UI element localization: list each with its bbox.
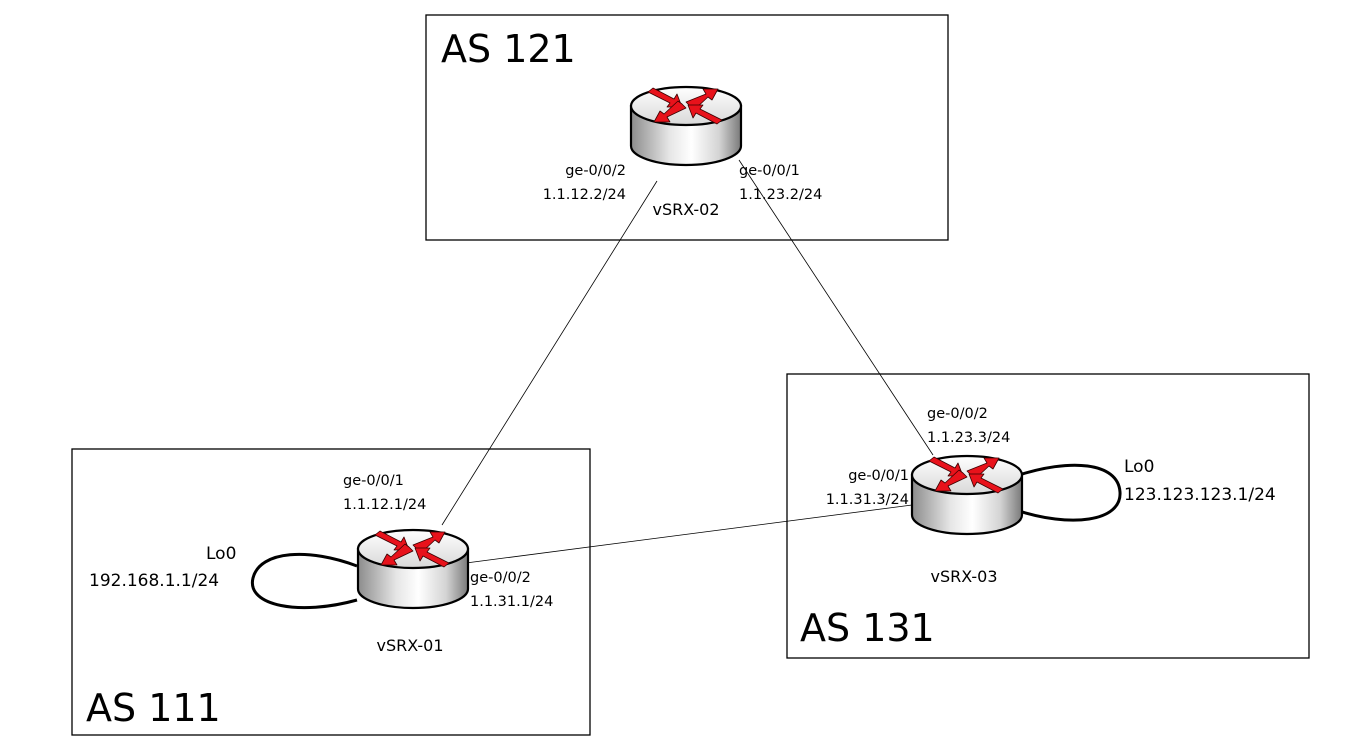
loopback-name-r01: Lo0 [206,544,236,564]
loopback-ip-r03: 123.123.123.1/24 [1124,485,1276,505]
as-box-131 [786,373,1310,659]
if-name-r01-ge002: ge-0/0/2 [470,570,531,586]
router-icon-vsrx-02 [629,85,743,167]
if-name-r03-ge001: ge-0/0/1 [848,468,909,484]
loopback-name-r03: Lo0 [1124,457,1154,477]
loopback-r01 [250,552,358,610]
if-ip-r02-ge001: 1.1.23.2/24 [739,187,822,203]
loopback-r03 [1015,463,1122,522]
if-ip-r02-ge002: 1.1.12.2/24 [543,187,626,203]
if-name-r01-ge001: ge-0/0/1 [343,473,404,489]
link-r01-r02 [441,180,658,526]
router-icon-vsrx-01 [356,528,470,610]
link-r02-r03 [738,159,934,456]
if-name-r02-ge001: ge-0/0/1 [739,163,800,179]
as-label-121: AS 121 [441,27,576,71]
if-ip-r03-ge002: 1.1.23.3/24 [927,430,1010,446]
if-name-r02-ge002: ge-0/0/2 [565,163,626,179]
if-ip-r01-ge002: 1.1.31.1/24 [470,594,553,610]
router-icon-vsrx-03 [910,454,1024,536]
if-ip-r01-ge001: 1.1.12.1/24 [343,497,426,513]
router-name-vsrx-01: vSRX-01 [376,636,443,655]
router-name-vsrx-03: vSRX-03 [930,567,997,586]
if-ip-r03-ge001: 1.1.31.3/24 [826,492,909,508]
as-label-131: AS 131 [800,606,935,650]
loopback-ip-r01: 192.168.1.1/24 [89,571,219,591]
if-name-r03-ge002: ge-0/0/2 [927,406,988,422]
as-label-111: AS 111 [86,686,221,730]
as-box-111 [71,448,591,736]
link-r01-r03 [465,504,913,564]
router-name-vsrx-02: vSRX-02 [652,200,719,219]
